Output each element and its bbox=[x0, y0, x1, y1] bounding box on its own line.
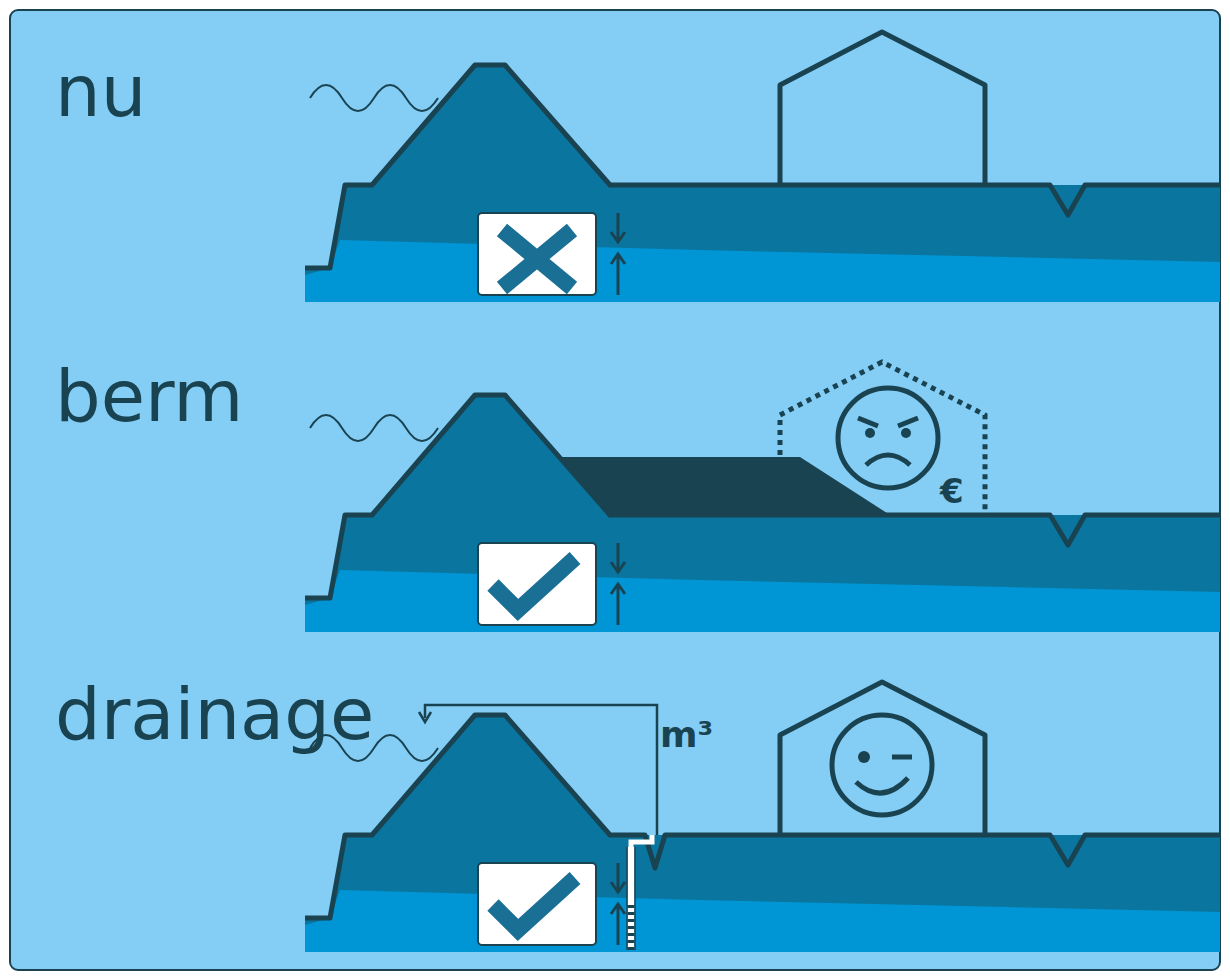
panel-title: drainage bbox=[55, 678, 374, 750]
panel-berm bbox=[305, 362, 1220, 632]
currency-sign: € bbox=[940, 474, 964, 508]
panel-now bbox=[305, 32, 1220, 302]
panel-drainage bbox=[305, 682, 1220, 952]
panel-title: nu bbox=[55, 55, 146, 127]
panel-title: berm bbox=[55, 360, 243, 432]
volume-unit: m³ bbox=[660, 717, 713, 753]
